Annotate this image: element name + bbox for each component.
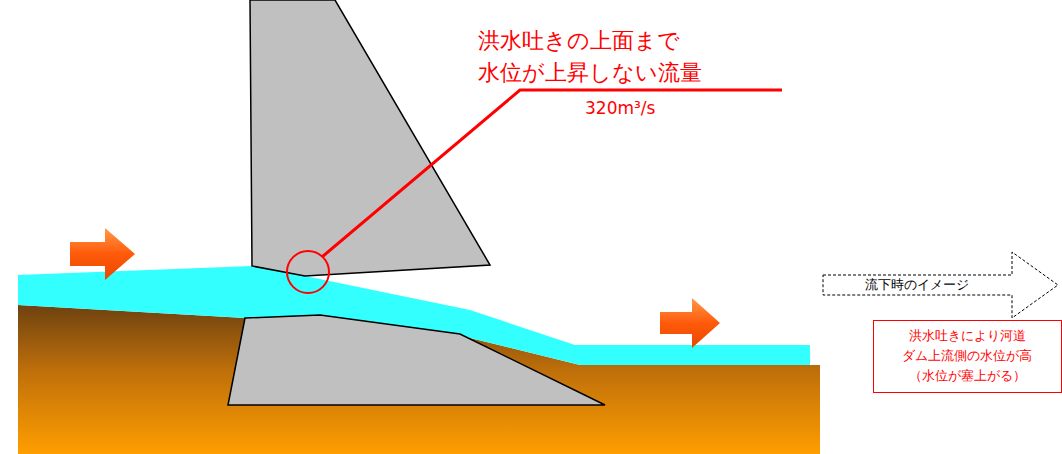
- flow-arrow: [660, 298, 720, 348]
- flow-value: 320m³/s: [585, 98, 655, 118]
- dam-body: [250, 0, 490, 276]
- box-text: 洪水吐きにより河道 ダム上流側の水位が高 （水位が塞上がる）: [901, 326, 1035, 386]
- annotation-text: 洪水吐きの上面まで: [478, 28, 680, 54]
- annotation-text: 水位が上昇しない流量: [478, 60, 702, 86]
- note-box: 洪水吐きにより河道 ダム上流側の水位が高 （水位が塞上がる）: [873, 320, 1062, 393]
- image-arrow-box: 流下時のイメージ: [822, 250, 1060, 320]
- flow-arrow: [70, 228, 135, 280]
- box-text: 流下時のイメージ: [822, 276, 1012, 294]
- dashed-arrow: [823, 252, 1058, 318]
- apron-block: [228, 315, 605, 405]
- leader-line: [322, 90, 782, 257]
